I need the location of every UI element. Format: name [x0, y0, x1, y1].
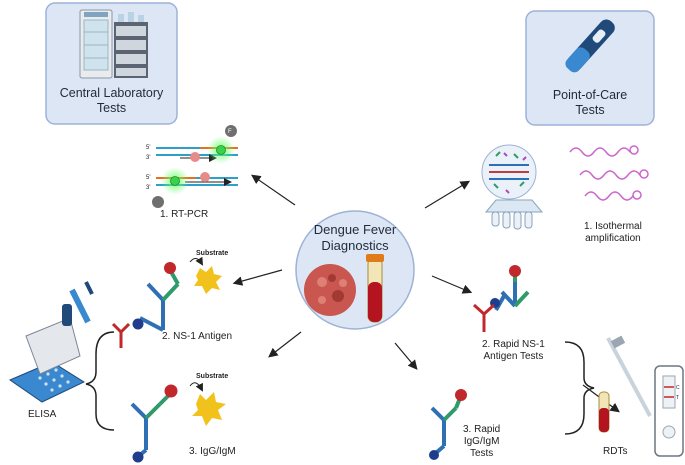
- right-brace: [564, 341, 595, 435]
- primer-5a-label: 5': [146, 145, 151, 151]
- rtpcr-label: 1. RT-PCR: [160, 209, 209, 220]
- blood-tube-icon: [366, 254, 384, 323]
- primer-5b-label: 5': [146, 175, 151, 181]
- arrow-to-isothermal: [424, 180, 471, 209]
- center-title: Dengue Fever Diagnostics: [313, 222, 397, 253]
- rtpcr-illustration: [152, 125, 238, 208]
- poc-title: Point-of-Care Tests: [552, 88, 628, 117]
- igg-antibody-illustration: [130, 382, 226, 463]
- ns1-antibody-illustration: [111, 256, 222, 348]
- primer-3b-label: 3': [146, 185, 151, 191]
- rdts-label: RDTs: [603, 446, 628, 457]
- elisa-label: ELISA: [28, 409, 57, 420]
- rdt-t-label: T: [676, 395, 680, 401]
- substrate-top-label: Substrate: [196, 250, 229, 257]
- test-stick-icon: [565, 19, 615, 73]
- isothermal-label: 1. Isothermal amplification: [584, 221, 642, 244]
- arrows: [232, 174, 620, 413]
- poc-box: [525, 10, 655, 126]
- ns1-label: 2. NS-1 Antigen: [162, 331, 233, 342]
- igg-label: 3. IgG/IgM: [189, 446, 236, 457]
- hplc-instrument-icon: [114, 12, 148, 78]
- primer-3a-label: 3': [146, 155, 151, 161]
- rapid-ns1-label: 2. Rapid NS-1 Antigen Tests: [482, 339, 545, 362]
- rdt-c-label: C: [676, 385, 680, 391]
- arrow-to-rapid-ns1: [431, 275, 473, 294]
- arrow-to-rtpcr: [251, 174, 296, 206]
- central-lab-box: [45, 2, 178, 125]
- isothermal-illustration: [481, 144, 649, 230]
- virus-icon: [304, 264, 356, 316]
- central-lab-title: Central Laboratory Tests: [59, 86, 164, 115]
- substrate-bottom-label: Substrate: [196, 373, 229, 380]
- fluor-label: F: [228, 129, 232, 135]
- arrow-to-ns1: [232, 269, 283, 286]
- rapid-ns1-illustration: [472, 265, 530, 332]
- rdt-illustration: [598, 335, 684, 457]
- center-circle: [295, 210, 415, 330]
- arrow-to-rapid-igg: [394, 342, 418, 370]
- left-brace: [85, 331, 115, 431]
- lab-fridge-icon: [79, 9, 113, 79]
- rapid-igg-label: 3. Rapid IgG/IgM Tests: [463, 424, 501, 459]
- rapid-igg-illustration: [429, 389, 467, 460]
- arrow-to-igg: [268, 331, 302, 358]
- elisa-illustration: [8, 281, 94, 403]
